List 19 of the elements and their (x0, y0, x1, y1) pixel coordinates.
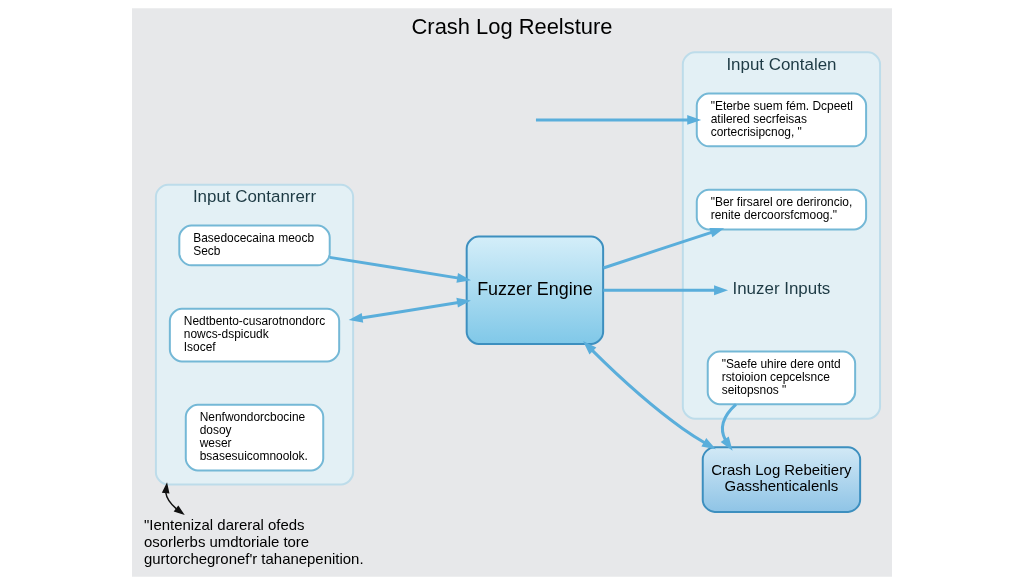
node-box: Fuzzer Engine (465, 235, 605, 346)
arrow (720, 403, 738, 451)
node-box: Nenfwondorcbocine dosoy weser bsasesuicomnoolok. (184, 403, 325, 472)
node-box: "Eterbe suem fém. Dcpeetl atilered secrfeisas cortecrisipcnog, " (695, 92, 868, 148)
arrow (348, 297, 471, 323)
node-box: Nedtbento-cusarotnondorc nowcs-dspicudk Isocef (168, 307, 341, 363)
diagram-title: Crash Log Reelsture (411, 13, 613, 39)
arrow (161, 482, 185, 516)
node-box: "Ber firsarel ore derironcio, renite dercoorsfcmoog." (695, 188, 868, 231)
node-box: "Saefe uhire dere ontd rstoioion cepcelsnce seitopsnos " (706, 350, 857, 406)
node-text: "Ientenizal dareral ofeds osorlerbs umdtoriale tore gurtorchegronef'r tahanepenition. (143, 515, 364, 567)
arrow (583, 341, 716, 450)
arrow (329, 255, 472, 283)
arrow (535, 115, 702, 125)
arrow (602, 227, 725, 270)
node-text: Inuzer Inputs (732, 279, 831, 299)
arrow (603, 285, 729, 296)
node-box: Crash Log Rebeitiery Gasshenticalenls (701, 446, 862, 513)
node-box: Basedocecaina meocb Secb (178, 224, 331, 267)
